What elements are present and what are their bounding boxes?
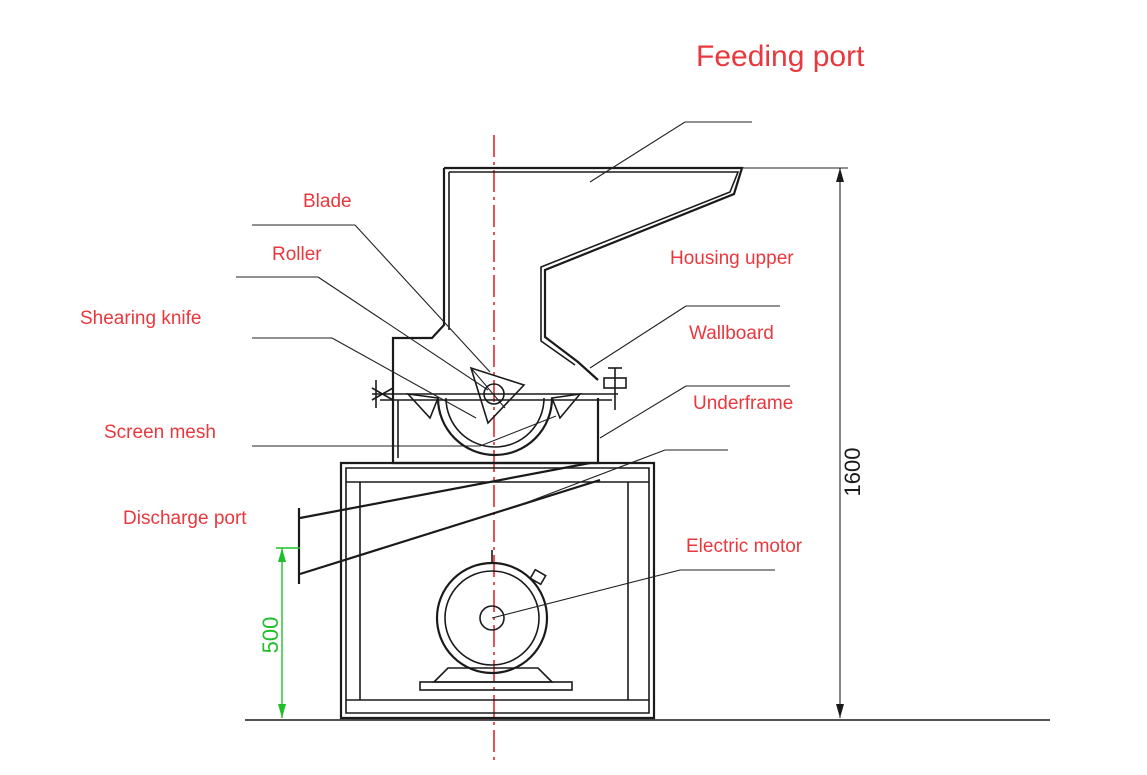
motor-shaft <box>479 605 505 631</box>
label-housing-upper: Housing upper <box>670 248 794 269</box>
leader-roller <box>317 276 489 391</box>
label-feeding-port: Feeding port <box>696 40 865 73</box>
shearing-knife-right <box>550 392 582 420</box>
motor-mount <box>419 681 573 691</box>
screen-mesh-arc-inner <box>445 397 545 448</box>
dim-1600-text: 1600 <box>840 448 865 497</box>
motor-inner <box>444 570 540 666</box>
label-screen-mesh: Screen mesh <box>104 422 216 443</box>
leader-blade <box>354 224 491 373</box>
underframe-inner <box>345 467 650 714</box>
motor-base <box>432 667 554 683</box>
leader-underframe <box>599 385 687 439</box>
roller-circle <box>483 383 505 405</box>
discharge-chute <box>299 461 601 576</box>
dim-1600-arrow-bottom <box>836 704 844 718</box>
leader-wallboard <box>589 305 687 369</box>
screen-mesh-arc <box>436 397 554 457</box>
dim-500-arrow-bottom <box>278 704 286 718</box>
hopper-inner-line <box>449 171 740 366</box>
leader-feeding-port <box>589 121 686 183</box>
hopper-housing <box>444 166 744 381</box>
leader-shearing <box>331 337 477 419</box>
label-wallboard: Wallboard <box>689 323 774 344</box>
dim-500-text: 500 <box>258 617 283 654</box>
label-roller: Roller <box>272 244 322 265</box>
leader-screen <box>479 415 557 447</box>
blade-line-a <box>470 367 506 409</box>
blade-triangle <box>469 366 526 425</box>
dim-500-arrow-top <box>278 548 286 562</box>
label-shearing-knife: Shearing knife <box>80 308 201 329</box>
leader-discharge <box>519 449 666 506</box>
underframe-box <box>339 461 656 720</box>
motor-terminal <box>529 568 547 586</box>
label-underframe: Underframe <box>693 393 793 414</box>
dim-1600-arrow-top <box>836 168 844 182</box>
leader-motor <box>491 569 681 619</box>
label-blade: Blade <box>303 191 352 212</box>
hopper-left-wall <box>391 168 446 388</box>
label-electric-motor: Electric motor <box>686 536 803 557</box>
shearing-knife-left <box>405 392 440 420</box>
label-discharge-port: Discharge port <box>123 508 247 529</box>
